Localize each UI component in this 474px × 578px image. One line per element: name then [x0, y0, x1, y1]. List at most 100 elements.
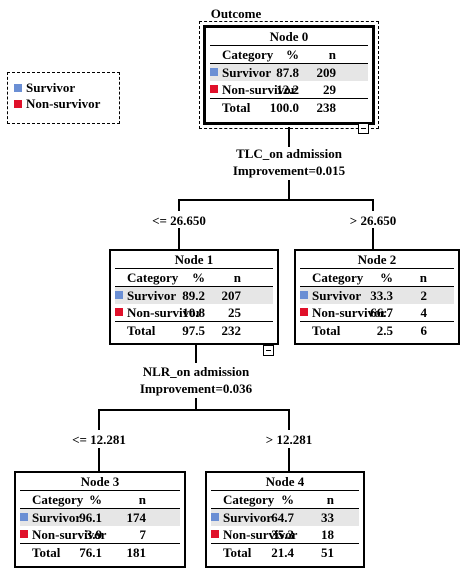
legend-item-non-survivor: Non-survivor	[12, 96, 115, 112]
total-label: Total	[223, 545, 252, 560]
connector-line	[195, 343, 197, 363]
total-row: Total 21.4 51	[211, 543, 359, 561]
collapse-toggle-icon[interactable]	[263, 345, 274, 356]
count-cell: 29	[323, 82, 336, 97]
node-table-header: Category% n	[115, 269, 273, 287]
total-count: 51	[321, 545, 334, 560]
count-cell: 25	[228, 305, 241, 320]
table-row: Survivor 87.8 209	[210, 64, 368, 81]
count-cell: 209	[316, 65, 337, 80]
percent-cell: 33.3	[370, 288, 393, 303]
count-cell: 2	[420, 288, 428, 303]
legend-item-survivor: Survivor	[12, 80, 115, 96]
split-left-label: <= 12.281	[72, 432, 126, 447]
percent-header: %	[192, 270, 205, 285]
count-cell: 4	[420, 305, 428, 320]
collapse-toggle-icon[interactable]	[358, 123, 369, 134]
split-right-label: > 12.281	[265, 432, 313, 447]
category-cell: Survivor	[223, 510, 273, 525]
legend-label: Survivor	[26, 80, 76, 95]
category-swatch-icon	[211, 513, 219, 521]
count-header: n	[138, 492, 146, 507]
node-title: Node 4	[211, 473, 359, 491]
category-header: Category	[222, 47, 274, 62]
node-table-header: Category%n	[300, 269, 454, 287]
category-swatch-icon	[115, 291, 123, 299]
node-title: Node 1	[115, 251, 273, 269]
split-improvement-label: Improvement=0.015	[232, 163, 346, 178]
count-cell: 7	[139, 527, 147, 542]
total-label: Total	[222, 100, 251, 115]
node-table-header: Category% n	[210, 46, 368, 64]
percent-header: %	[286, 47, 299, 62]
category-cell: Survivor	[312, 288, 362, 303]
connector-line	[372, 228, 374, 249]
connector-line	[178, 228, 180, 249]
total-label: Total	[312, 323, 341, 338]
count-header: n	[326, 492, 334, 507]
category-swatch-icon	[300, 308, 308, 316]
legend: Survivor Non-survivor	[7, 72, 120, 124]
percent-cell: 12.2	[276, 82, 299, 97]
percent-header: %	[281, 492, 294, 507]
split-variable-label: NLR_on admission	[142, 364, 250, 379]
count-header: n	[233, 270, 241, 285]
percent-cell: 87.8	[276, 65, 299, 80]
connector-line	[288, 409, 290, 430]
percent-header: %	[89, 492, 102, 507]
total-count: 238	[316, 100, 337, 115]
percent-header: %	[380, 270, 393, 285]
category-swatch-icon	[210, 68, 218, 76]
percent-cell: 10.8	[182, 305, 205, 320]
connector-line	[288, 448, 290, 471]
category-swatch-icon	[211, 530, 219, 538]
category-header: Category	[32, 492, 84, 507]
category-cell: Non-survivor	[127, 305, 202, 320]
connector-line	[288, 127, 290, 147]
category-cell: Survivor	[222, 65, 272, 80]
split-right-label: > 26.650	[349, 213, 397, 228]
legend-label: Non-survivor	[26, 96, 101, 111]
total-label: Total	[127, 323, 156, 338]
category-cell: Survivor	[32, 510, 82, 525]
connector-line	[372, 199, 374, 211]
total-percent: 2.5	[376, 323, 393, 338]
node-title: Node 0	[210, 28, 368, 46]
category-swatch-icon	[115, 308, 123, 316]
category-cell: Survivor	[127, 288, 177, 303]
node-title: Node 3	[20, 473, 180, 491]
count-header: n	[328, 47, 336, 62]
percent-cell: 89.2	[182, 288, 205, 303]
split-variable-label: TLC_on admission	[236, 146, 342, 161]
count-header: n	[419, 270, 427, 285]
node-table-header: Category% n	[20, 491, 180, 509]
category-cell: Non-survivor	[223, 527, 298, 542]
percent-cell: 3.9	[85, 527, 102, 542]
category-header: Category	[127, 270, 179, 285]
percent-cell: 96.1	[79, 510, 102, 525]
percent-cell: 64.7	[271, 510, 294, 525]
non-survivor-swatch-icon	[14, 100, 22, 108]
connector-line	[178, 199, 374, 201]
total-percent: 21.4	[271, 545, 294, 560]
split-improvement-label: Improvement=0.036	[139, 381, 253, 396]
category-cell: Non-survivor	[32, 527, 107, 542]
total-percent: 100.0	[269, 100, 299, 115]
connector-line	[98, 409, 100, 430]
category-swatch-icon	[20, 530, 28, 538]
connector-line	[288, 180, 290, 200]
node-0-selection-frame	[199, 21, 379, 129]
